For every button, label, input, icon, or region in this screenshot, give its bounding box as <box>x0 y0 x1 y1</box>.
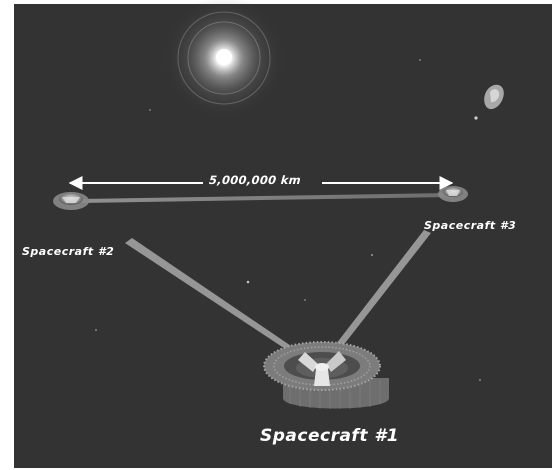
sun-icon <box>162 0 286 120</box>
laser-beam-2-1 <box>125 238 300 356</box>
spacecraft-3-icon <box>438 186 468 202</box>
laser-beams <box>80 193 448 356</box>
laser-beam-2-3 <box>80 193 448 203</box>
spacecraft-3-label: Spacecraft #3 <box>424 219 517 232</box>
spacecraft-1-icon <box>263 341 389 409</box>
laser-beam-3-1 <box>336 230 431 347</box>
spacecraft-2-label: Spacecraft #2 <box>22 245 115 258</box>
starfield <box>95 59 481 381</box>
distance-label: 5,000,000 km <box>208 173 302 187</box>
asteroid-icon <box>474 84 504 120</box>
spacecraft-1-label: Spacecraft #1 <box>260 426 400 446</box>
spacecraft-2-icon <box>53 192 89 210</box>
